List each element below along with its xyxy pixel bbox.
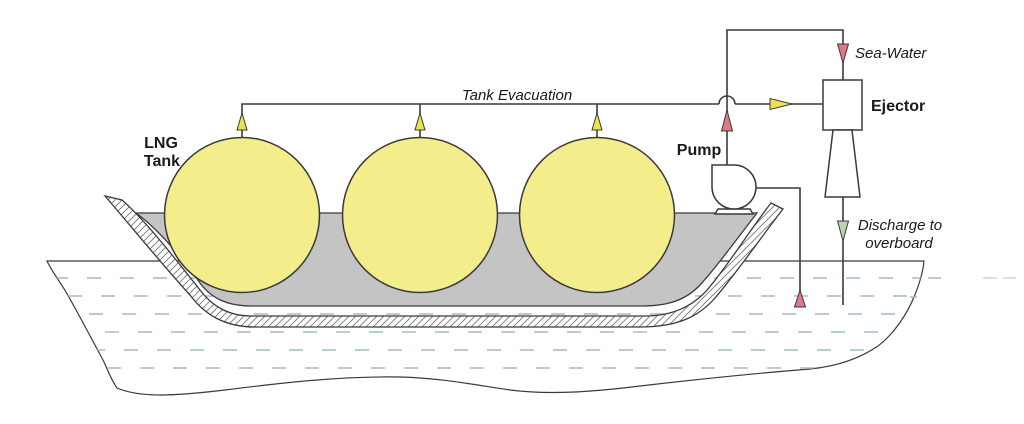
tank3-vapour-up-arrow bbox=[591, 111, 603, 131]
lng-tanks bbox=[163, 136, 676, 294]
discharge-label-line1: Discharge to bbox=[858, 217, 942, 234]
sea-water-label: Sea-Water bbox=[855, 45, 927, 62]
tank-evacuation-label: Tank Evacuation bbox=[462, 87, 572, 104]
flow-arrows bbox=[236, 43, 850, 308]
hull-shell bbox=[103, 194, 785, 328]
ejector-body bbox=[822, 79, 863, 131]
lng-tank-sphere-1 bbox=[163, 136, 321, 294]
pump-discharge-up-arrow bbox=[720, 108, 734, 132]
pump-volute bbox=[711, 164, 757, 210]
tank2-vapour-up-arrow bbox=[414, 111, 426, 131]
pump-symbol bbox=[711, 164, 757, 215]
pump-label: Pump bbox=[677, 142, 722, 159]
tank1-vapour-up-arrow bbox=[236, 111, 248, 131]
ejector-label: Ejector bbox=[871, 98, 925, 115]
water-dashes-outside bbox=[910, 277, 941, 298]
lng-tank-sphere-2 bbox=[341, 136, 499, 294]
discharge-label-line2: overboard bbox=[865, 235, 933, 252]
ejector-symbol bbox=[822, 79, 863, 198]
labels: LNG Tank Tank Evacuation Pump Sea-Water … bbox=[144, 45, 942, 252]
sea-water-down-arrow bbox=[836, 43, 850, 65]
ejector-diffuser bbox=[824, 129, 861, 198]
lng-tank-label-line2: Tank bbox=[144, 153, 180, 170]
header-to-ejector-arrow bbox=[769, 97, 793, 111]
lng-tank-label-line1: LNG bbox=[144, 135, 178, 152]
lng-tank-sphere-3 bbox=[518, 136, 676, 294]
overboard-down-arrow bbox=[836, 220, 850, 243]
suction-up-arrow bbox=[793, 288, 807, 308]
